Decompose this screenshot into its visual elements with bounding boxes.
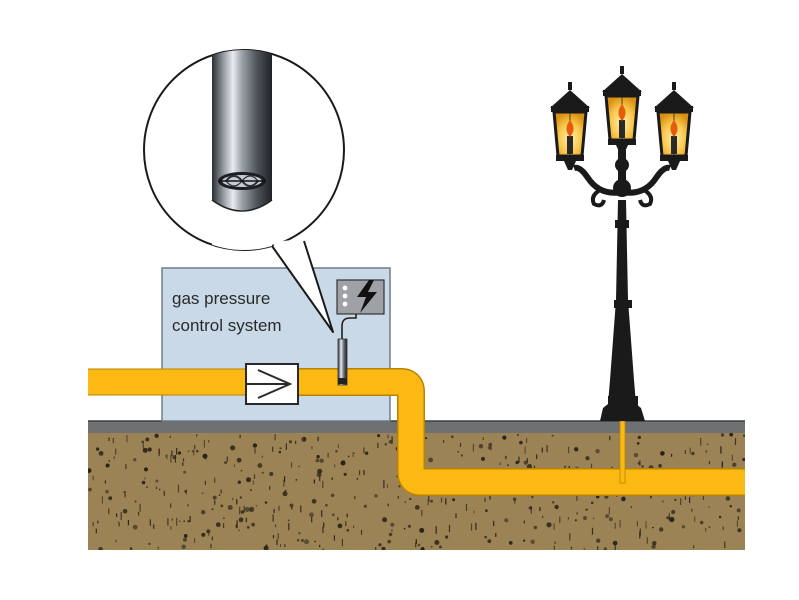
station-label-line-2: control system [172, 316, 282, 335]
indicator-light [342, 301, 348, 307]
indicator-light [342, 285, 348, 291]
gas-pipe-outlet [296, 369, 745, 495]
sensor-probe-icon [337, 313, 357, 386]
flame-icon [618, 104, 626, 121]
lantern-icon [550, 82, 590, 170]
station-label-line-1: gas pressure [172, 289, 270, 308]
street-lamp-icon [573, 150, 671, 421]
lamp-gas-feed [619, 420, 626, 484]
flame-icon [670, 120, 678, 137]
control-unit [336, 279, 385, 315]
flame-icon [566, 120, 574, 137]
lantern-icon [602, 66, 642, 154]
magnifier-bubble [143, 49, 345, 333]
valve-arrow-icon [245, 363, 299, 405]
lightning-icon [357, 280, 377, 313]
indicator-light [342, 293, 348, 299]
gas-pipe-inlet [88, 369, 248, 395]
lantern-icon [654, 82, 694, 170]
